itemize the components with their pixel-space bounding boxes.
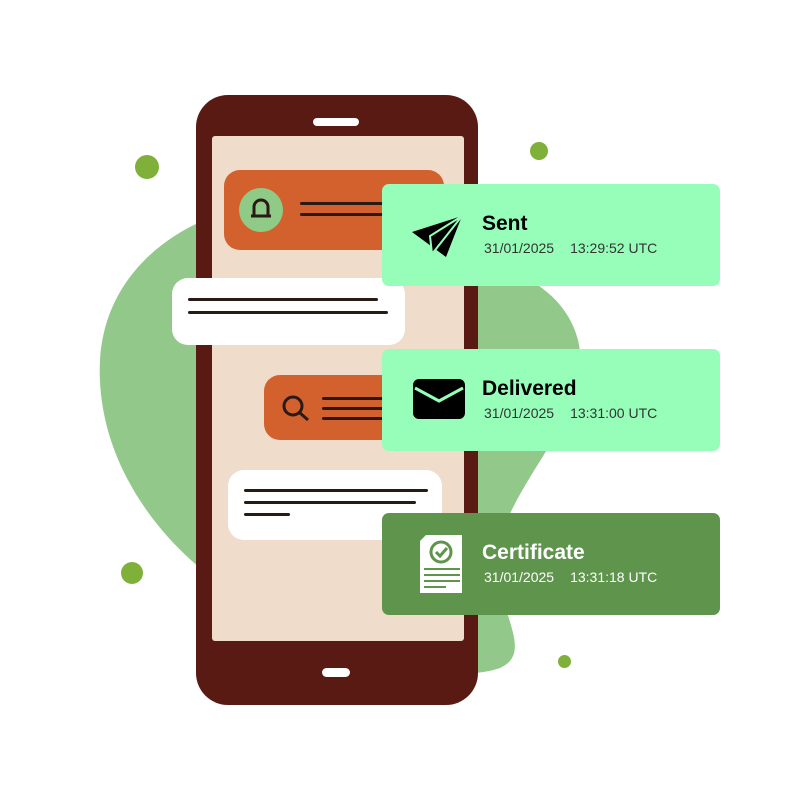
status-title: Certificate — [482, 541, 585, 564]
status-title: Delivered — [482, 377, 577, 400]
avatar-icon — [239, 188, 283, 232]
decor-dot — [135, 155, 159, 179]
decor-dot — [121, 562, 143, 584]
search-icon — [282, 395, 309, 422]
status-title: Sent — [482, 212, 528, 235]
envelope-icon — [413, 379, 465, 419]
phone-speaker — [313, 118, 359, 126]
decor-dot — [558, 655, 571, 668]
phone-home-button — [322, 668, 350, 677]
certificate-document-icon — [420, 535, 462, 593]
decor-dot — [530, 142, 548, 160]
chat-bubble-outgoing — [172, 278, 405, 345]
paper-plane-icon — [412, 215, 463, 257]
